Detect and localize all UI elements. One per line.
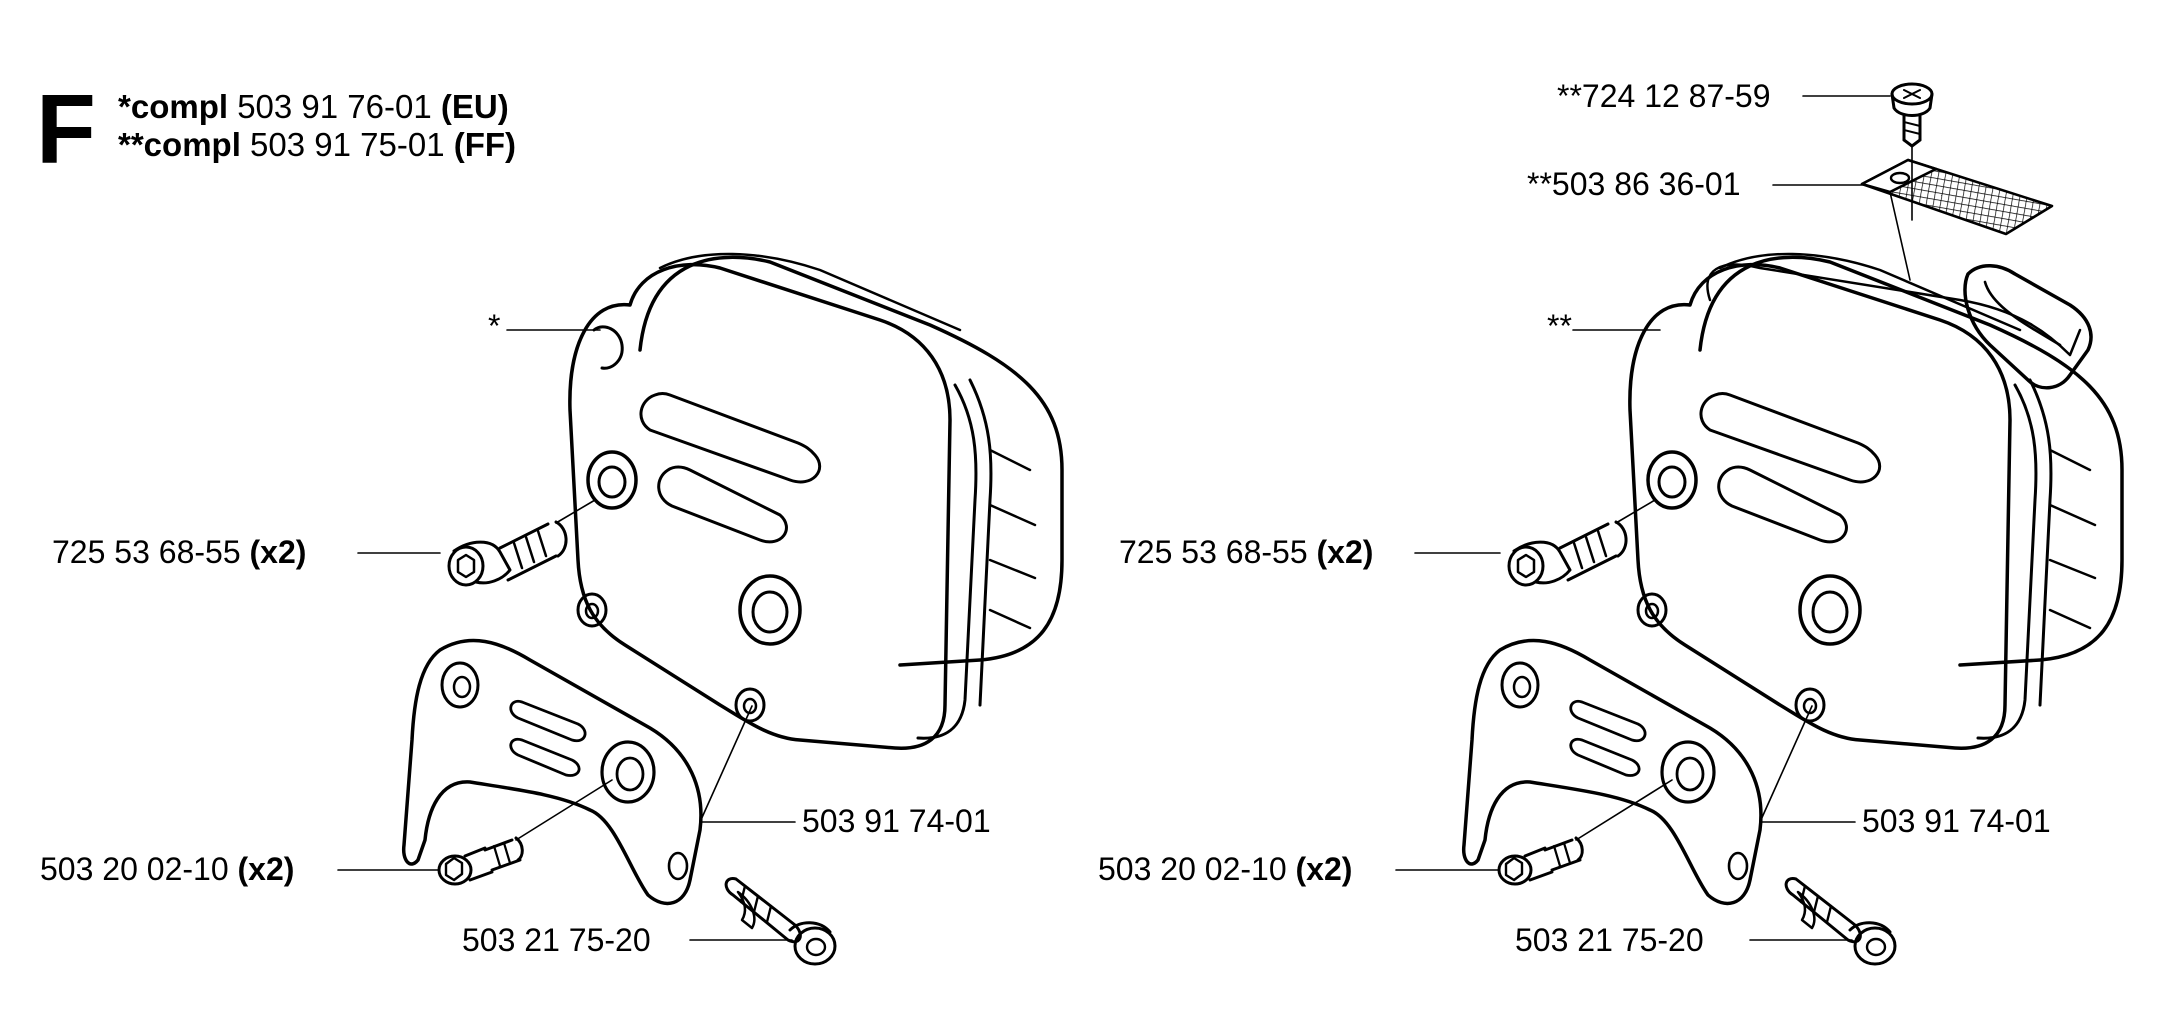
right-bolt-part: 725 53 68-55	[1119, 534, 1308, 570]
header-line-2-prefix: **compl	[118, 126, 241, 163]
left-flange-bolt-drawing	[437, 836, 524, 886]
left-long-bolt-drawing	[724, 877, 837, 966]
right-long-bolt-label: 503 21 75-20	[1515, 922, 1704, 958]
left-muffler-drawing	[568, 252, 1064, 750]
left-bracket-label: 503 91 74-01	[802, 803, 991, 839]
right-screw-label: **724 12 87-59	[1557, 78, 1771, 114]
left-flange-bolt-label: 503 20 02-10 (x2)	[40, 853, 294, 885]
header-line-1-tag: (EU)	[440, 88, 509, 125]
left-cap-bolt-drawing	[447, 520, 568, 587]
left-flange-bolt-part: 503 20 02-10	[40, 851, 229, 887]
section-letter: F	[36, 74, 96, 184]
right-flange-bolt-label: 503 20 02-10 (x2)	[1098, 853, 1352, 885]
header-line-2: **compl 503 91 75-01 (FF)	[118, 128, 516, 161]
header-line-1: *compl 503 91 76-01 (EU)	[118, 90, 509, 123]
right-bolt-label: 725 53 68-55 (x2)	[1119, 536, 1373, 568]
left-long-bolt-label: 503 21 75-20	[462, 922, 651, 958]
right-top-screw-drawing	[1890, 82, 1934, 148]
left-flange-bolt-qty: (x2)	[237, 851, 295, 887]
header-line-2-tag: (FF)	[453, 126, 517, 163]
right-bracket-drawing	[1461, 638, 1763, 906]
right-bracket-label: 503 91 74-01	[1862, 803, 2051, 839]
right-callout-marker: **	[1547, 308, 1572, 344]
left-bolt-part: 725 53 68-55	[52, 534, 241, 570]
right-spark-screen-drawing	[1860, 158, 2054, 236]
left-leader-lines	[337, 329, 796, 941]
header-line-1-number: 503 91 76-01	[237, 88, 432, 125]
right-long-bolt-drawing	[1784, 877, 1897, 966]
right-leader-lines	[1395, 95, 1913, 941]
header-line-1-prefix: *compl	[118, 88, 229, 125]
right-muffler-drawing	[1628, 252, 2124, 750]
header-line-2-number: 503 91 75-01	[250, 126, 445, 163]
left-callout-marker: *	[488, 308, 501, 344]
left-bracket-drawing	[401, 638, 703, 906]
left-bolt-qty: (x2)	[249, 534, 307, 570]
left-bolt-label: 725 53 68-55 (x2)	[52, 536, 306, 568]
right-flange-bolt-part: 503 20 02-10	[1098, 851, 1287, 887]
right-bolt-qty: (x2)	[1316, 534, 1374, 570]
right-flange-bolt-qty: (x2)	[1295, 851, 1353, 887]
right-screen-label: **503 86 36-01	[1527, 166, 1741, 202]
right-flange-bolt-drawing	[1497, 836, 1584, 886]
right-cap-bolt-drawing	[1507, 520, 1628, 587]
